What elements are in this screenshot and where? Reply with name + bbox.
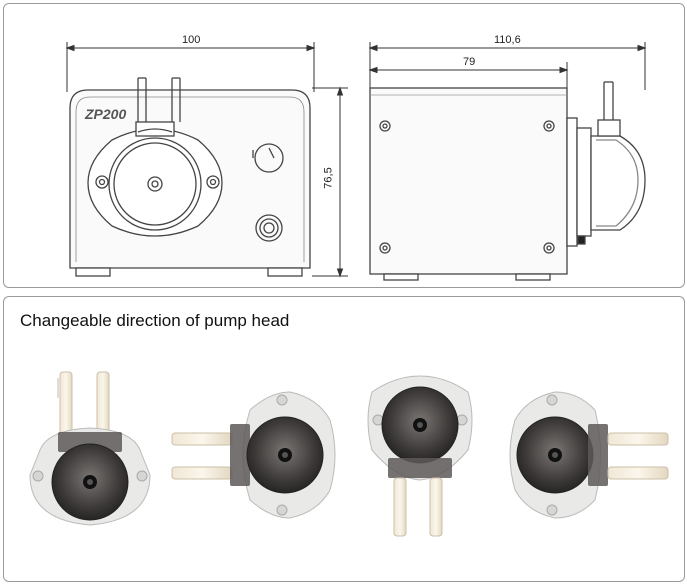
photos-caption: Changeable direction of pump head <box>20 311 290 330</box>
pump-front-view <box>69 77 311 277</box>
technical-drawing: ZP200 <box>65 42 647 281</box>
model-label: ZP200 <box>84 106 126 122</box>
dimension-side-body <box>368 62 569 90</box>
pump-head-photos-panel: Changeable direction of pump head <box>3 296 685 582</box>
dimension-front-width <box>65 42 316 92</box>
dimension-side-total <box>368 42 647 90</box>
dimension-front-width-label: 100 <box>182 34 201 46</box>
dimension-side-body-label: 79 <box>463 56 476 68</box>
dimension-height <box>312 86 348 278</box>
dimension-height-label: 76,5 <box>322 167 335 189</box>
pump-side-view <box>369 81 646 281</box>
dimension-side-total-label: 110,6 <box>494 34 521 46</box>
